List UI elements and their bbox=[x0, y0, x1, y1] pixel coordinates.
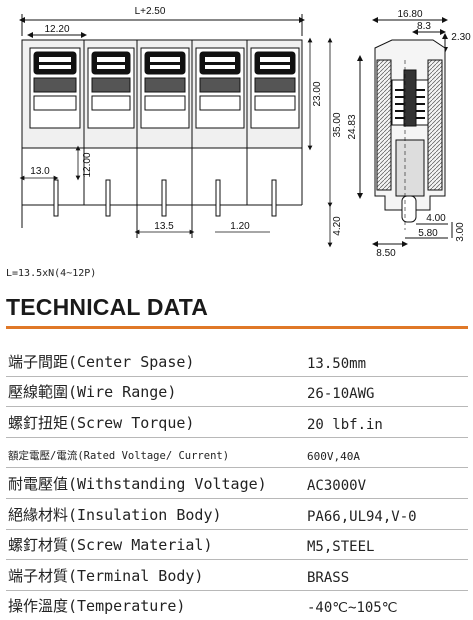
dim-pin-13: 13.0 bbox=[30, 166, 50, 177]
spec-label: 絕緣材料(Insulation Body) bbox=[8, 505, 222, 524]
spec-row-temperature: 操作溫度(Temperature) -40℃~105℃ bbox=[6, 591, 468, 620]
spec-label: 耐電壓值(Withstanding Voltage) bbox=[8, 474, 267, 493]
spec-value: AC3000V bbox=[307, 477, 367, 494]
spec-row-screw-material: 螺釘材質(Screw Material) M5,STEEL bbox=[6, 530, 468, 561]
pins bbox=[53, 179, 277, 217]
spec-table: 端子間距(Center Spase) 13.50mm 壓線範圍(Wire Ran… bbox=[6, 346, 468, 620]
dim-side-300: 3.00 bbox=[455, 222, 466, 242]
spec-value: 26-10AWG bbox=[307, 386, 375, 403]
spec-label: 操作溫度(Temperature) bbox=[8, 597, 186, 616]
technical-drawing: L+2.50 12.20 13.0 12.00 13.5 1.20 23.00 … bbox=[19, 6, 471, 259]
spec-row-terminal-body: 端子材質(Terminal Body) BRASS bbox=[6, 560, 468, 591]
dim-side-1680: 16.80 bbox=[397, 9, 422, 20]
spec-row-insulation-body: 絕緣材料(Insulation Body) PA66,UL94,V-0 bbox=[6, 499, 468, 530]
spec-value: M5,STEEL bbox=[307, 539, 375, 556]
dim-pin-thick: 1.20 bbox=[230, 221, 250, 232]
screw-modules bbox=[29, 47, 300, 129]
dim-overall-length: L+2.50 bbox=[135, 6, 166, 17]
dim-pin-12: 12.00 bbox=[82, 152, 93, 177]
title-underline bbox=[6, 326, 468, 329]
dim-height-35: 35.00 bbox=[332, 112, 343, 137]
spec-label: 額定電壓/電流(Rated Voltage/ Current) bbox=[8, 450, 230, 463]
spec-value: 13.50mm bbox=[307, 355, 367, 372]
spec-value: 600V,40A bbox=[307, 450, 360, 464]
spec-value: -40℃~105℃ bbox=[307, 600, 398, 617]
spec-row-wire-range: 壓線範圍(Wire Range) 26-10AWG bbox=[6, 377, 468, 408]
side-view bbox=[357, 17, 453, 247]
dim-pin-420: 4.20 bbox=[332, 216, 343, 236]
spec-label: 螺釘扭矩(Screw Torque) bbox=[8, 413, 195, 432]
dim-height-23: 23.00 bbox=[312, 81, 323, 106]
dim-side-580: 5.80 bbox=[418, 228, 438, 239]
dim-side-850: 8.50 bbox=[376, 248, 396, 259]
spec-label: 端子間距(Center Spase) bbox=[8, 352, 195, 371]
spec-value: 20 lbf.in bbox=[307, 416, 383, 433]
spec-label: 端子材質(Terminal Body) bbox=[8, 566, 204, 585]
spec-row-center-space: 端子間距(Center Spase) 13.50mm bbox=[6, 346, 468, 377]
spec-value: BRASS bbox=[307, 569, 350, 586]
dim-side-2483: 24.83 bbox=[347, 114, 358, 139]
spec-row-rated-voltage: 額定電壓/電流(Rated Voltage/ Current) 600V,40A bbox=[6, 438, 468, 469]
spec-value: PA66,UL94,V-0 bbox=[307, 508, 417, 525]
dim-side-230: 2.30 bbox=[451, 32, 471, 43]
dim-side-400: 4.00 bbox=[426, 213, 446, 224]
dim-pitch-top: 12.20 bbox=[44, 24, 69, 35]
spec-row-withstanding-voltage: 耐電壓值(Withstanding Voltage) AC3000V bbox=[6, 468, 468, 499]
dim-side-83: 8.3 bbox=[417, 21, 431, 32]
dim-pitch-bottom: 13.5 bbox=[154, 221, 174, 232]
spec-label: 螺釘材質(Screw Material) bbox=[8, 536, 213, 555]
spec-row-screw-torque: 螺釘扭矩(Screw Torque) 20 lbf.in bbox=[6, 407, 468, 438]
section-title: TECHNICAL DATA bbox=[6, 294, 209, 320]
length-formula: L=13.5xN(4~12P) bbox=[6, 268, 97, 279]
spec-label: 壓線範圍(Wire Range) bbox=[8, 383, 177, 402]
